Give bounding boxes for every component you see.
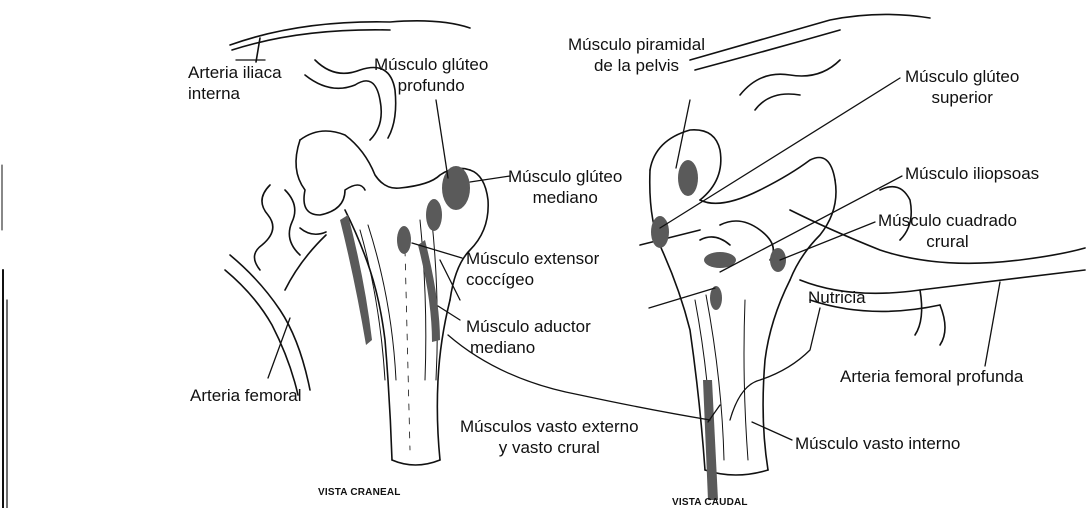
label-nutricia: Nutricia [808, 287, 866, 308]
label-musculo-vasto-interno: Músculo vasto interno [795, 433, 960, 454]
label-musculo-iliopsoas: Músculo iliopsoas [905, 163, 1039, 184]
label-musculo-piramidal: Músculo piramidal de la pelvis [568, 34, 705, 76]
label-musculo-gluteo-mediano: Músculo glúteo mediano [508, 166, 622, 208]
label-musculo-aductor-mediano: Músculo aductor mediano [466, 316, 591, 358]
caption-vista-craneal: VISTA CRANEAL [318, 487, 401, 498]
label-musculo-extensor-coccigeo: Músculo extensor coccígeo [466, 248, 599, 290]
label-arteria-femoral: Arteria femoral [190, 385, 301, 406]
label-musculos-vasto: Músculos vasto externo y vasto crural [460, 416, 639, 458]
label-arteria-iliaca-interna: Arteria iliaca interna [188, 62, 282, 104]
label-musculo-gluteo-profundo: Músculo glúteo profundo [374, 54, 488, 96]
label-musculo-gluteo-superior: Músculo glúteo superior [905, 66, 1019, 108]
caption-vista-caudal: VISTA CAUDAL [672, 497, 748, 508]
label-musculo-cuadrado-crural: Músculo cuadrado crural [878, 210, 1017, 252]
label-arteria-femoral-profunda: Arteria femoral profunda [840, 366, 1023, 387]
